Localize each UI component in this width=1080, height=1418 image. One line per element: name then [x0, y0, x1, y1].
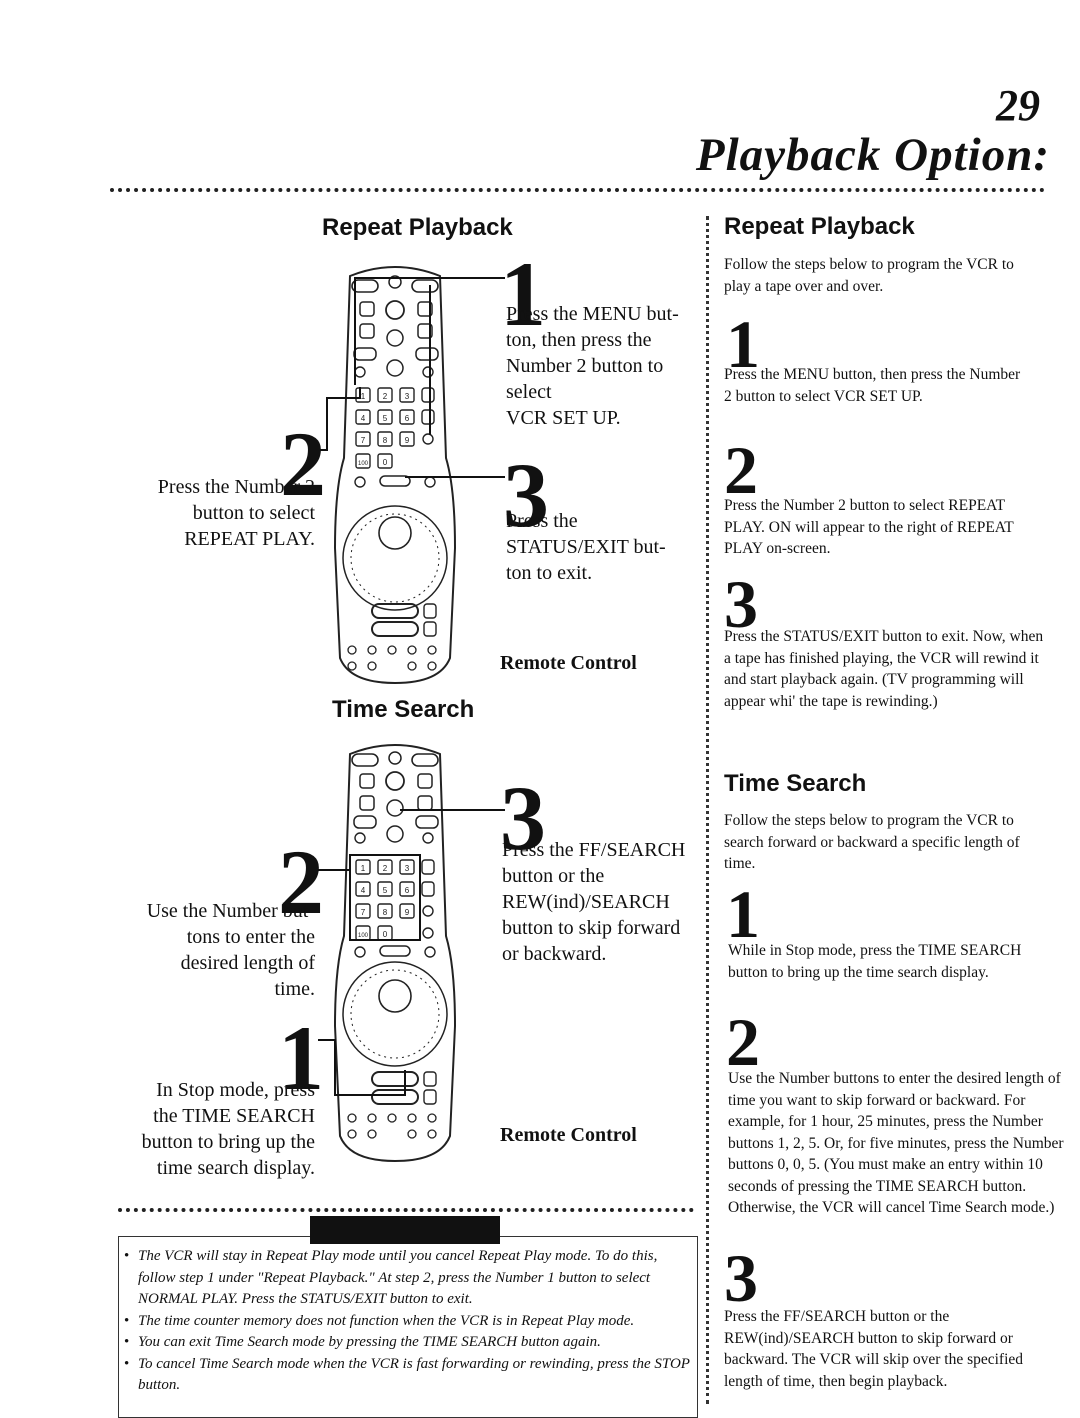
right-time-step1-number: 1 — [726, 876, 760, 952]
time-step2-number: 2 — [278, 831, 324, 933]
svg-text:100: 100 — [358, 461, 369, 467]
time-search-heading-right: Time Search — [724, 770, 867, 797]
repeat-step3-number: 3 — [503, 444, 549, 546]
time-step1-label: In Stop mode, press the TIME SEARCH butt… — [141, 1079, 315, 1179]
right-repeat-step2-number: 2 — [724, 432, 758, 508]
svg-text:6: 6 — [405, 886, 410, 895]
svg-text:8: 8 — [383, 908, 388, 917]
repeat-playback-heading-right: Repeat Playback — [724, 213, 915, 240]
time-step1-number: 1 — [278, 1007, 324, 1109]
svg-text:6: 6 — [405, 414, 410, 423]
svg-text:4: 4 — [361, 414, 366, 423]
repeat-playback-heading-left: Repeat Playback — [322, 214, 513, 241]
svg-text:7: 7 — [361, 908, 366, 917]
svg-text:5: 5 — [383, 414, 388, 423]
right-repeat-step1-text: Press the MENU button, then press the Nu… — [724, 366, 1021, 405]
repeat-step1-number: 1 — [500, 243, 546, 345]
column-divider — [706, 216, 709, 1404]
repeat-step2-label: Press the Number 2 button to select REPE… — [157, 476, 315, 550]
repeat-intro: Follow the steps below to program the VC… — [724, 256, 1014, 295]
svg-text:3: 3 — [405, 392, 410, 401]
svg-text:0: 0 — [383, 930, 388, 939]
notes-title-bar — [310, 1216, 500, 1244]
svg-text:9: 9 — [405, 436, 410, 445]
time-step2-label: Use the Number but- tons to enter the de… — [146, 900, 315, 1000]
note-item: The time counter memory does not functio… — [122, 1311, 690, 1333]
svg-text:5: 5 — [383, 886, 388, 895]
right-time-step2-text: Use the Number buttons to enter the desi… — [728, 1070, 1064, 1216]
right-time-step1-text: While in Stop mode, press the TIME SEARC… — [728, 942, 1022, 981]
callout-lines-repeat — [320, 277, 505, 478]
time-step3-number: 3 — [500, 767, 546, 869]
svg-text:9: 9 — [405, 908, 410, 917]
repeat-step3-label: Press the STATUS/EXIT but- ton to exit. — [506, 510, 666, 584]
note-item: You can exit Time Search mode by pressin… — [122, 1332, 690, 1354]
note-item: The VCR will stay in Repeat Play mode un… — [122, 1246, 690, 1311]
right-time-step2-number: 2 — [726, 1004, 760, 1080]
right-time-step3-number: 3 — [724, 1240, 758, 1316]
svg-text:1: 1 — [361, 392, 366, 401]
time-search-intro: Follow the steps below to program the VC… — [724, 812, 1020, 872]
right-time-step3-text: Press the FF/SEARCH button or the REW(in… — [724, 1308, 1024, 1390]
right-repeat-step1-number: 1 — [726, 306, 760, 382]
svg-text:2: 2 — [383, 392, 388, 401]
svg-text:0: 0 — [383, 458, 388, 467]
remote-control-caption-time-search: Remote Control — [500, 1124, 637, 1146]
svg-text:1: 1 — [361, 864, 366, 873]
svg-text:3: 3 — [405, 864, 410, 873]
time-step3-label: Press the FF/SEARCH button or the REW(in… — [502, 839, 686, 965]
svg-text:7: 7 — [361, 436, 366, 445]
right-repeat-step3-number: 3 — [724, 566, 758, 642]
repeat-step1-label: Press the MENU but- ton, then press the … — [506, 303, 679, 429]
svg-text:8: 8 — [383, 436, 388, 445]
right-repeat-step2-text: Press the Number 2 button to select REPE… — [724, 497, 1014, 557]
svg-text:2: 2 — [383, 864, 388, 873]
remote-control-time-search: 1 2 3 4 5 6 7 8 9 100 0 — [333, 744, 457, 1163]
repeat-step2-number: 2 — [280, 413, 326, 515]
page-title: Playback Option: — [695, 129, 1050, 181]
note-item: To cancel Time Search mode when the VCR … — [122, 1354, 690, 1397]
notes-divider — [118, 1208, 694, 1212]
svg-text:100: 100 — [358, 933, 369, 939]
page-number: 29 — [996, 81, 1040, 130]
notes-list: The VCR will stay in Repeat Play mode un… — [122, 1246, 690, 1397]
callout-lines-time-search — [315, 809, 505, 1096]
svg-text:4: 4 — [361, 886, 366, 895]
time-search-heading-left: Time Search — [332, 696, 475, 723]
right-repeat-step3-text: Press the STATUS/EXIT button to exit. No… — [724, 628, 1044, 710]
top-divider — [110, 188, 1045, 192]
remote-control-repeat: 1 2 3 4 5 6 7 8 9 100 0 — [333, 266, 457, 685]
remote-control-caption-repeat: Remote Control — [500, 652, 637, 674]
